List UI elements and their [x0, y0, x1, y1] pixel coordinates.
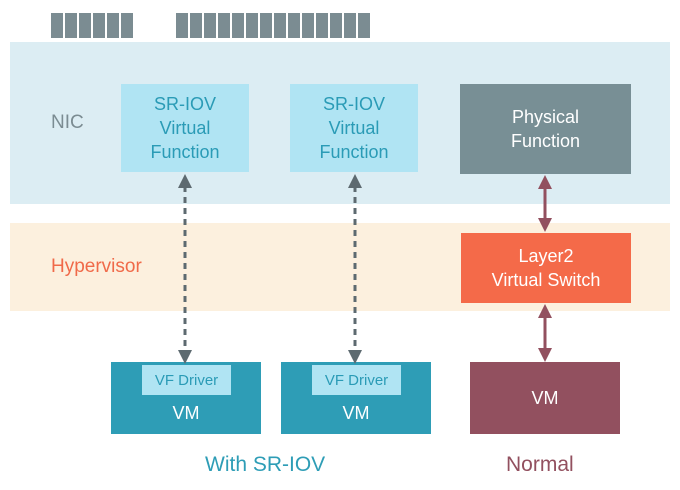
caption-normal: Normal [506, 453, 574, 476]
nic-connector-right [176, 13, 372, 38]
solid-arrow-pf-switch [538, 175, 552, 232]
sriov-virtual-function-1: SR-IOV Virtual Function [121, 84, 249, 172]
nic-connector-left [51, 13, 135, 38]
dashed-arrow-vf1 [178, 174, 192, 364]
vf-driver-1: VF Driver [142, 365, 231, 395]
sriov-virtual-function-2: SR-IOV Virtual Function [290, 84, 418, 172]
hypervisor-label: Hypervisor [51, 256, 142, 277]
layer2-virtual-switch: Layer2 Virtual Switch [461, 233, 631, 303]
solid-arrow-switch-vm [538, 304, 552, 362]
vm-sriov-1-label: VM [172, 403, 200, 423]
vm-sriov-2: VF Driver VM [281, 362, 431, 434]
dashed-arrow-vf2 [348, 174, 362, 364]
vm-sriov-1: VF Driver VM [111, 362, 261, 434]
vm-sriov-2-label: VM [342, 403, 370, 423]
physical-function: Physical Function [460, 84, 631, 174]
vf-driver-2: VF Driver [312, 365, 401, 395]
caption-with-sriov: With SR-IOV [205, 453, 326, 476]
vm-normal: VM [470, 362, 620, 434]
nic-label: NIC [51, 112, 84, 133]
